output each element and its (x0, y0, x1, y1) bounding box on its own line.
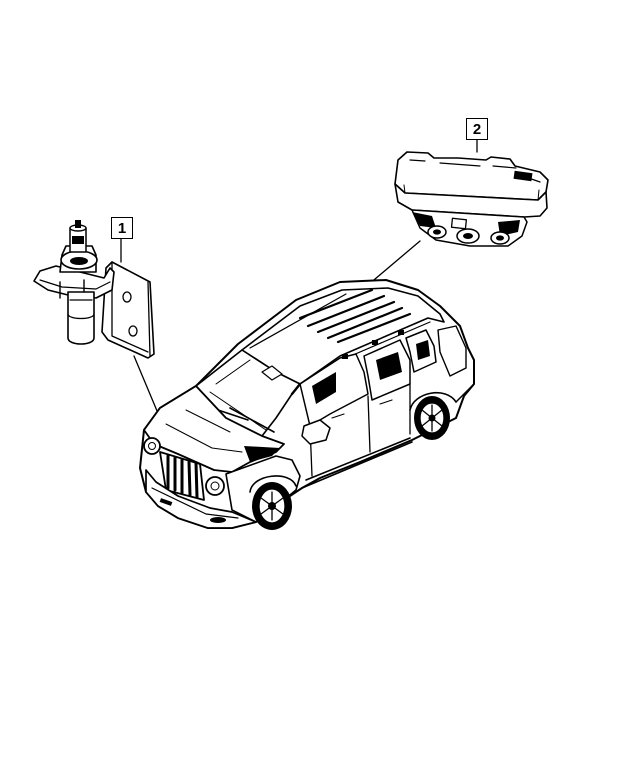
callout-1: 1 (111, 217, 133, 239)
vehicle-illustration (139, 279, 475, 530)
part-1-switch (33, 220, 155, 359)
callout-2: 2 (466, 118, 488, 140)
callout-2-label: 2 (472, 120, 482, 138)
front-wheel (252, 482, 292, 530)
callout-1-label: 1 (117, 219, 127, 237)
part-2-module (394, 151, 549, 247)
rear-wheel (414, 396, 450, 440)
